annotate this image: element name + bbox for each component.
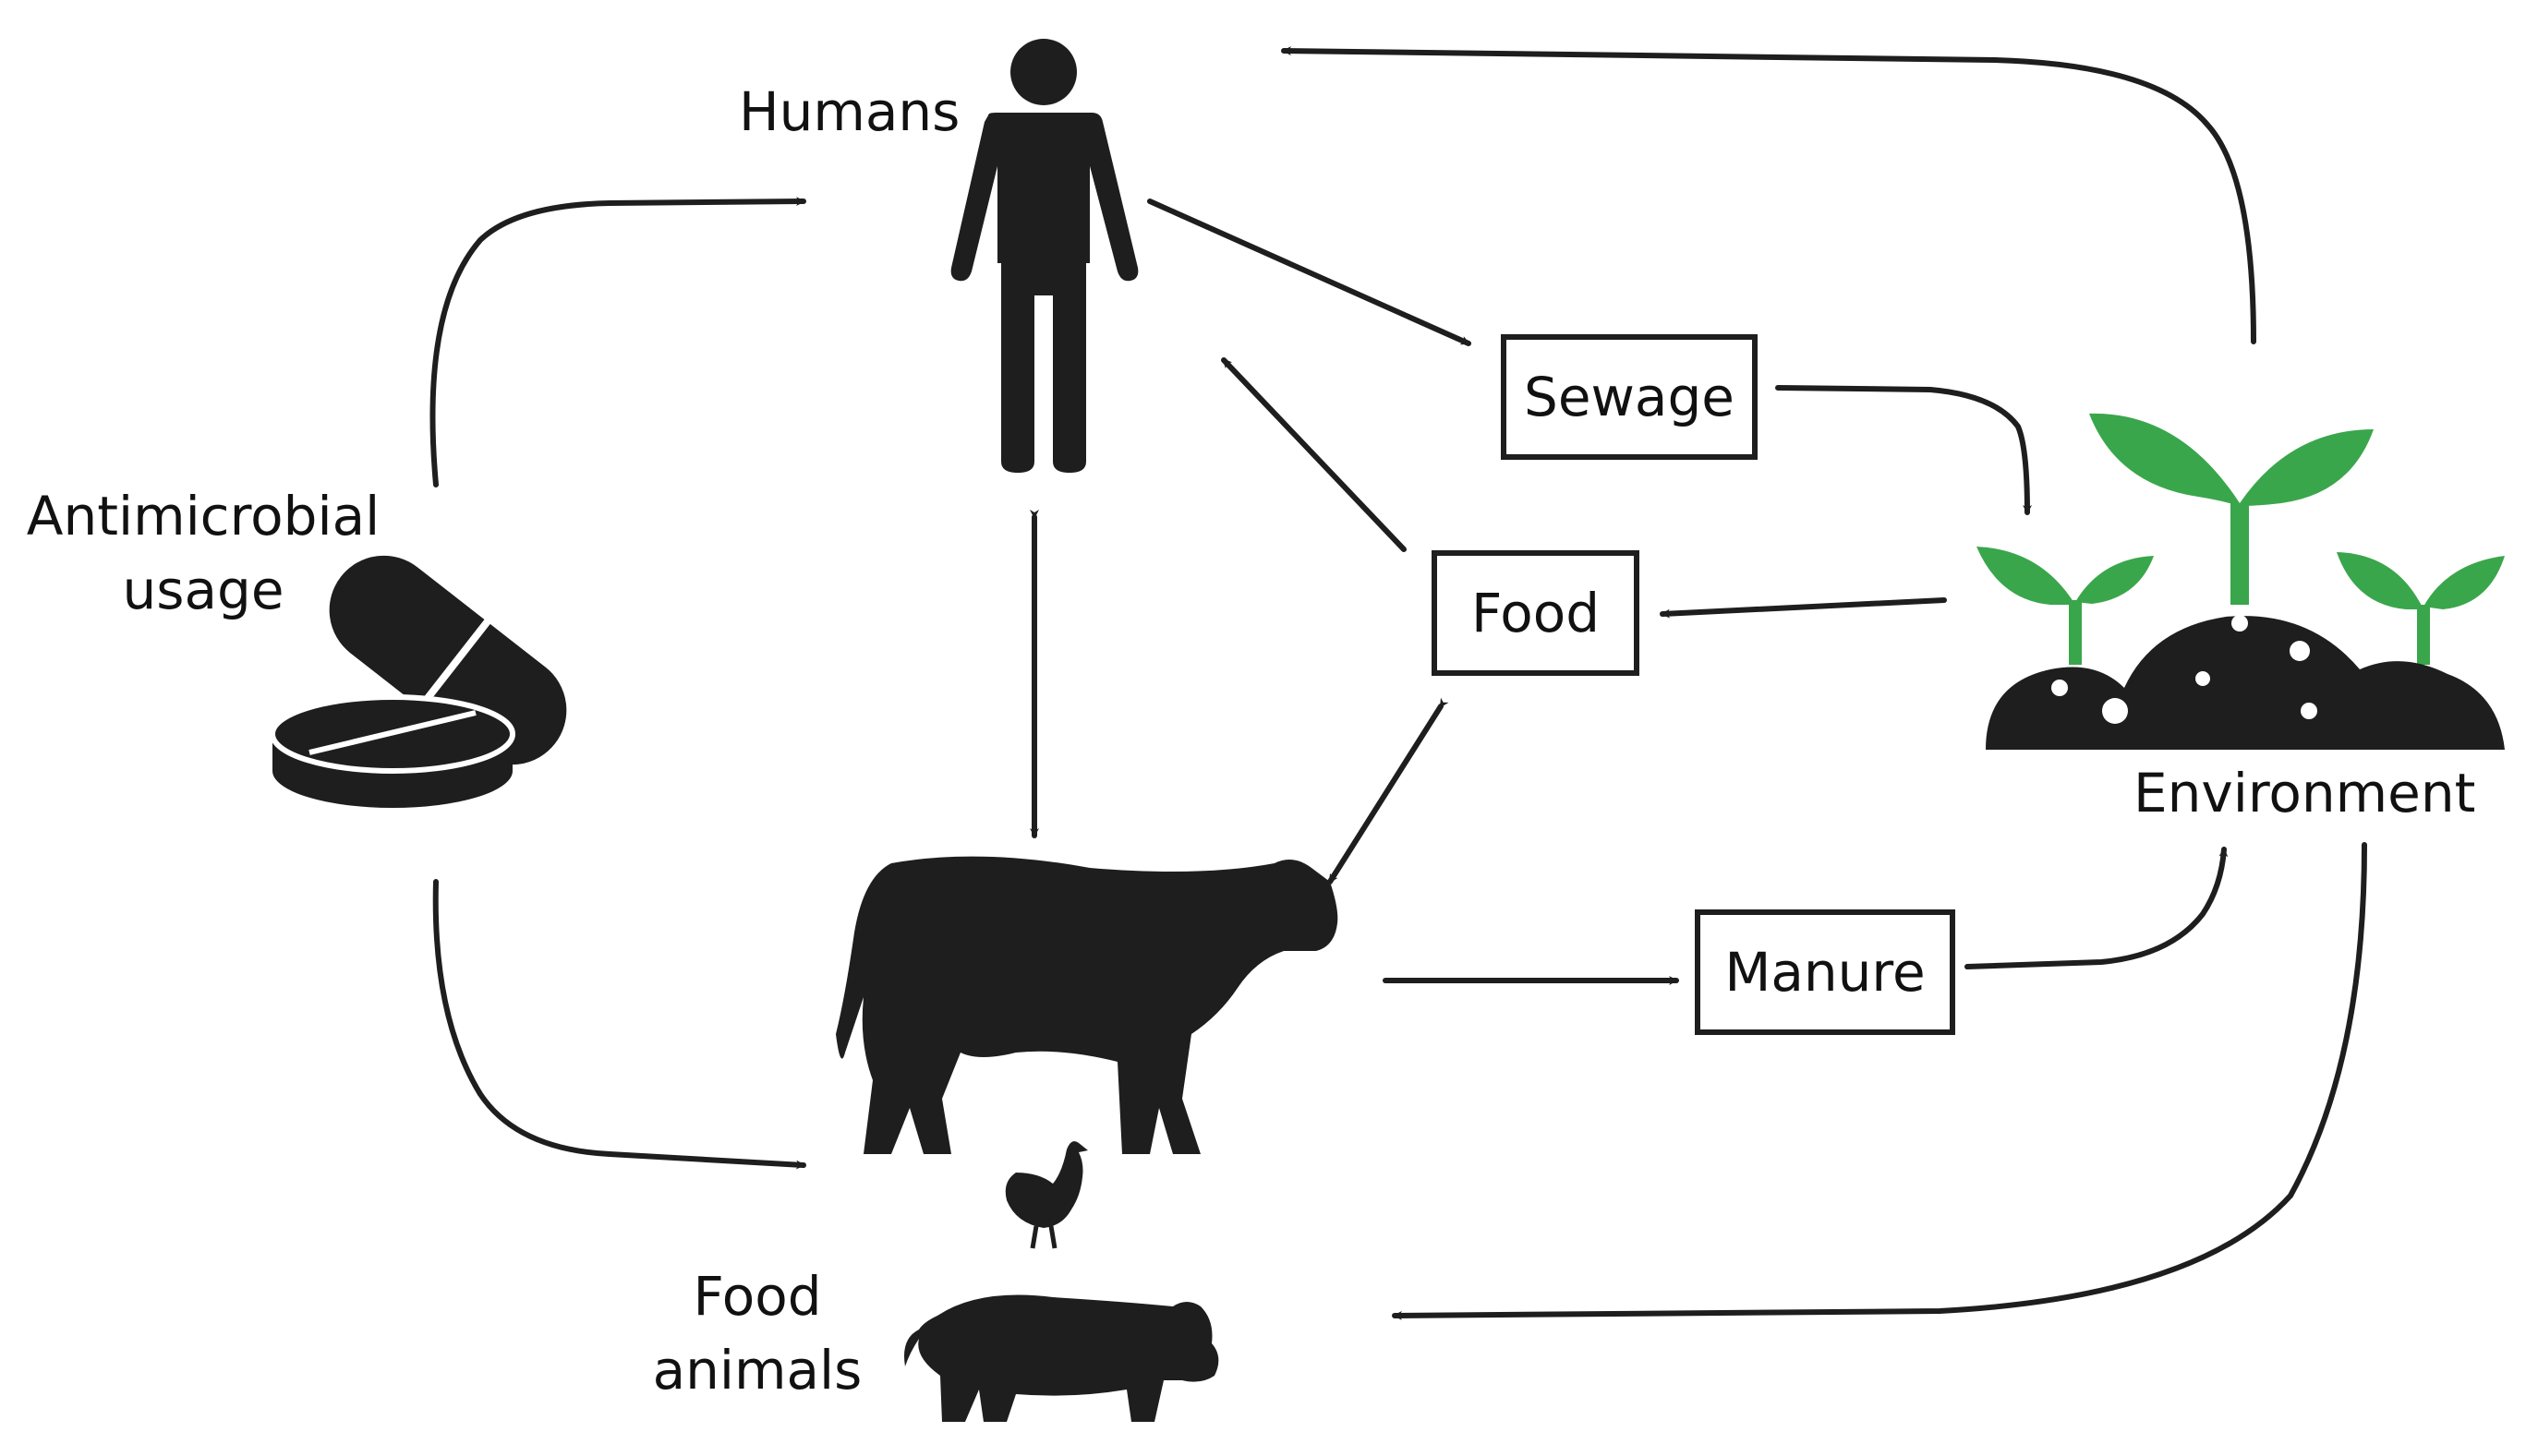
arrow-environment-to-food-animals: [1392, 842, 2367, 1320]
environment-label: Environment: [2133, 762, 2476, 824]
antimicrobial-usage-label: Antimicrobial usage: [18, 489, 388, 617]
sewage-box: Sewage: [1501, 334, 1758, 460]
arrow-antimicrobial-to-food-animals: [432, 879, 806, 1170]
arrow-sewage-to-environment: [1775, 385, 2032, 515]
food-box: Food: [1432, 550, 1639, 676]
food-animals-label: Food animals: [637, 1269, 877, 1397]
plants-icon: [1976, 413, 2505, 665]
person-icon: [950, 39, 1139, 473]
arrow-food-food-animals: [1327, 697, 1449, 884]
humans-label: Humans: [739, 80, 961, 143]
arrow-food-to-humans: [1221, 357, 1407, 552]
chicken-icon: [1005, 1141, 1088, 1249]
arrow-environment-to-food: [1660, 597, 1947, 619]
arrows: [429, 46, 2367, 1320]
manure-box: Manure: [1695, 909, 1955, 1035]
arrow-environment-to-humans: [1281, 46, 2256, 344]
antimicrobial-label-line2: usage: [122, 559, 284, 621]
pig-icon: [904, 1294, 1219, 1422]
food-animals-label-line2: animals: [652, 1339, 863, 1402]
arrow-humans-to-sewage: [1147, 199, 1471, 346]
arrow-antimicrobial-to-humans: [429, 197, 806, 487]
soil-icon: [1986, 615, 2505, 750]
pills-icon: [270, 549, 573, 808]
arrow-manure-to-environment: [1964, 847, 2229, 969]
antimicrobial-label-line1: Antimicrobial: [26, 485, 381, 548]
food-animals-label-line1: Food: [693, 1265, 822, 1328]
cow-icon: [836, 856, 1338, 1154]
